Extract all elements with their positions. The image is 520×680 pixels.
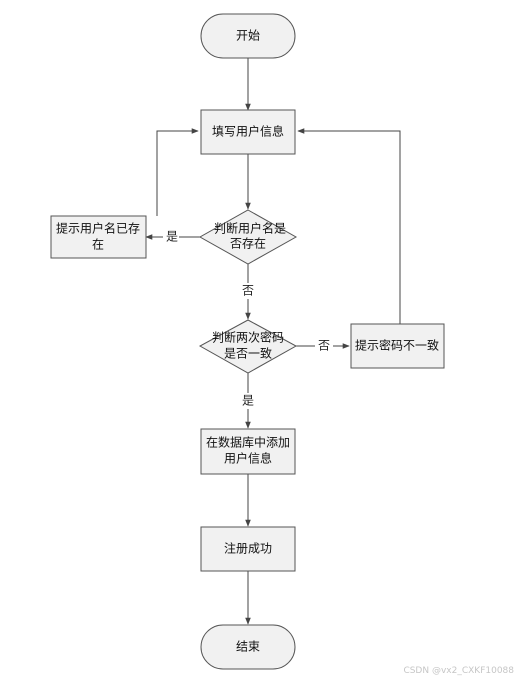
node-start-label: 开始 — [236, 29, 260, 43]
node-password-mismatch-label: 提示密码不一致 — [355, 338, 439, 353]
edge-label-password-yes: 是 — [242, 394, 254, 408]
watermark: CSDN @vx2_CXKF10088 — [403, 666, 514, 676]
edge-label-username-no: 否 — [242, 284, 254, 298]
node-check-username-line1: 判断用户名是 — [214, 221, 286, 236]
node-fill-user-info: 填写用户信息 — [200, 109, 296, 155]
node-start: 开始 — [200, 13, 296, 59]
node-password-mismatch: 提示密码不一致 — [350, 323, 445, 369]
node-add-to-database-line1: 在数据库中添加 — [206, 435, 290, 450]
edge-labels: 是 否 否 是 — [163, 229, 333, 409]
node-fill-user-info-label: 填写用户信息 — [212, 124, 284, 139]
node-add-to-database: 在数据库中添加 用户信息 — [200, 428, 296, 475]
node-username-exists-line2: 在 — [92, 238, 104, 252]
node-check-password: 判断两次密码 是否一致 — [198, 319, 298, 374]
edge-mismatch-back-to-fill — [297, 128, 401, 324]
edge-label-username-yes: 是 — [166, 230, 178, 244]
node-username-exists: 提示用户名已存 在 — [50, 215, 147, 259]
node-check-username-line2: 否存在 — [230, 237, 266, 251]
node-add-to-database-line2: 用户信息 — [224, 451, 272, 466]
node-check-username: 判断用户名是 否存在 — [198, 209, 298, 265]
node-username-exists-line1: 提示用户名已存 — [56, 221, 140, 236]
node-check-password-line1: 判断两次密码 — [212, 330, 284, 345]
node-register-success-label: 注册成功 — [224, 541, 272, 556]
node-end: 结束 — [200, 624, 296, 670]
node-end-label: 结束 — [236, 640, 260, 654]
edge-exists-back-to-fill — [156, 128, 199, 216]
node-register-success: 注册成功 — [200, 526, 296, 572]
edge-label-password-no: 否 — [318, 339, 330, 353]
node-check-password-line2: 是否一致 — [224, 347, 272, 361]
